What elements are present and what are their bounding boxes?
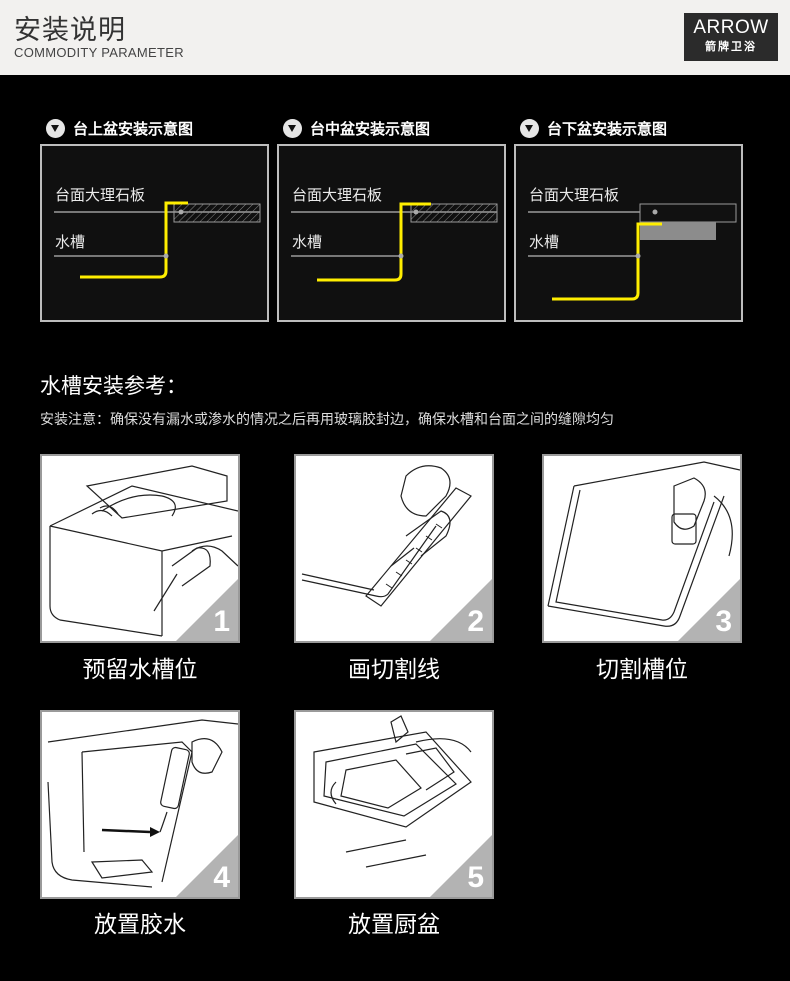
step-number: 2 — [467, 605, 484, 638]
step-number: 5 — [467, 861, 484, 894]
step-caption-5: 放置厨盆 — [348, 912, 440, 938]
section-title: 水槽安装参考： — [40, 374, 187, 398]
step-card-2: 2 — [294, 454, 494, 643]
step-number-badge — [678, 579, 740, 641]
page-title: 安装说明 — [14, 15, 126, 46]
step-illustration — [47, 719, 238, 888]
label-countertop: 台面大理石板 — [292, 186, 383, 204]
step-number: 3 — [715, 605, 732, 638]
step-caption-1: 预留水槽位 — [82, 657, 198, 683]
logo-brand-text: ARROW — [693, 17, 769, 38]
logo-brand-cn: 箭牌卫浴 — [705, 40, 757, 53]
step-number: 1 — [213, 605, 230, 638]
label-sink: 水槽 — [55, 233, 86, 251]
step-caption-2: 画切割线 — [348, 657, 440, 683]
section-note: 安装注意：确保没有漏水或渗水的情况之后再用玻璃胶封边，确保水槽和台面之间的缝隙均… — [40, 412, 614, 428]
diagram-drawing — [528, 203, 737, 301]
diagram-drawing — [291, 202, 498, 282]
step-card-1: 1 — [40, 454, 240, 643]
step-card-5: 5 — [294, 710, 494, 899]
label-countertop: 台面大理石板 — [55, 186, 146, 204]
diagram-title-top-mount: 台上盆安装示意图 — [46, 118, 193, 139]
triangle-down-icon — [283, 119, 302, 138]
step-number-badge — [176, 835, 238, 897]
diagram-panel-flush-mount: 台面大理石板 水槽 — [277, 144, 506, 322]
diagram-drawing — [54, 201, 261, 279]
triangle-down-icon — [520, 119, 539, 138]
diagram-title-label: 台中盆安装示意图 — [310, 120, 431, 138]
step-card-4: 4 — [40, 710, 240, 899]
step-illustration — [301, 465, 472, 607]
step-caption-3: 切割槽位 — [596, 657, 688, 683]
diagram-panel-top-mount: 台面大理石板 水槽 — [40, 144, 269, 322]
step-number-badge — [430, 835, 492, 897]
step-number-badge — [430, 579, 492, 641]
step-card-3: 3 — [542, 454, 742, 643]
step-number-badge — [176, 579, 238, 641]
page-header: 安装说明 COMMODITY PARAMETER ARROW 箭牌卫浴 — [0, 0, 790, 75]
label-countertop: 台面大理石板 — [529, 186, 620, 204]
step-caption-4: 放置胶水 — [94, 912, 186, 938]
diagram-title-label: 台上盆安装示意图 — [73, 120, 194, 138]
step-illustration — [313, 715, 472, 868]
label-sink: 水槽 — [529, 233, 560, 251]
brand-logo: ARROW 箭牌卫浴 — [684, 13, 778, 61]
diagram-title-label: 台下盆安装示意图 — [547, 120, 668, 138]
diagram-title-under-mount: 台下盆安装示意图 — [520, 118, 667, 139]
triangle-down-icon — [46, 119, 65, 138]
diagram-panel-under-mount: 台面大理石板 水槽 — [514, 144, 743, 322]
label-sink: 水槽 — [292, 233, 323, 251]
step-illustration — [49, 465, 238, 637]
diagram-title-flush-mount: 台中盆安装示意图 — [283, 118, 430, 139]
page-subtitle: COMMODITY PARAMETER — [14, 45, 184, 60]
step-number: 4 — [213, 861, 230, 894]
